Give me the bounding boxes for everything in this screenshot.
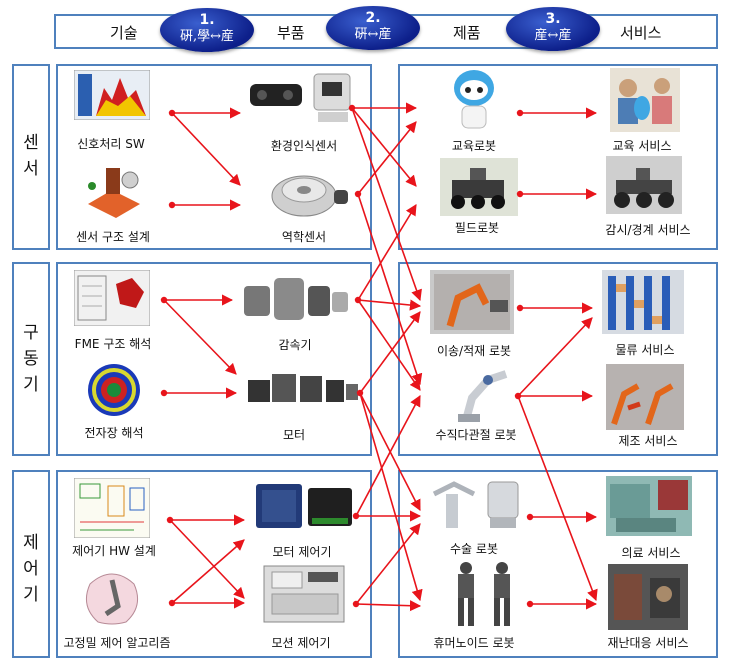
arrow-algo-to-motorctrl (171, 539, 245, 604)
label-motor: 모터 (282, 428, 306, 442)
arrow-env-to-transfer (351, 107, 422, 302)
em-field-image (88, 364, 140, 416)
label-fme: FME 구조 해석 (74, 337, 152, 351)
category-control-2: 어 (23, 559, 39, 579)
logistics-service-image (602, 270, 684, 334)
arrow-multijoint-to-logistics (517, 317, 593, 397)
label-edu-robot: 교육로봇 (451, 139, 497, 153)
label-humanoid: 휴머노이드 로봇 (433, 636, 515, 650)
category-drive-2: 동 (23, 349, 39, 369)
fme-analysis-image (74, 270, 150, 326)
header-tech: 기술 (110, 24, 138, 42)
field-robot-image (440, 158, 518, 216)
label-medical-service: 의료 서비스 (621, 546, 681, 560)
category-box-control (12, 470, 50, 658)
edu-service-image (610, 68, 680, 132)
arrow-fme-to-motor (163, 299, 237, 375)
arrow-motor-to-humanoid (359, 392, 423, 602)
arrow-reducer-to-transfer (357, 299, 422, 311)
step-1-text: 硏,學↔産 (179, 29, 235, 44)
medical-service-image (606, 476, 692, 536)
arrow-motorctrl-to-multijoint (355, 395, 421, 517)
step-2-number: 2. (365, 10, 381, 26)
arrow-force-to-edu (357, 121, 417, 195)
step-3-text: 産↔産 (534, 28, 572, 43)
step-2-ellipse: 2. 硏↔産 (326, 6, 420, 50)
step-1-number: 1. (199, 12, 215, 28)
header-products: 제품 (453, 24, 481, 42)
header-parts: 부품 (277, 24, 305, 42)
label-em-field: 전자장 해석 (84, 426, 144, 440)
category-control-3: 기 (23, 585, 39, 605)
category-box-drive (12, 262, 50, 456)
control-algorithm-image (85, 573, 139, 625)
edu-robot-image (454, 70, 494, 129)
motion-controller-image (263, 565, 345, 623)
motor-controller-image (256, 484, 352, 528)
label-multi-joint: 수직다관절 로봇 (435, 428, 517, 442)
header-services: 서비스 (620, 24, 662, 42)
label-surveil-service: 감시/경계 서비스 (605, 223, 691, 237)
label-field-robot: 필드로봇 (454, 221, 500, 235)
label-logistics-service: 물류 서비스 (615, 343, 675, 357)
disaster-service-image (608, 564, 688, 630)
category-box-sensor (12, 64, 50, 250)
step-3-ellipse: 3. 産↔産 (506, 7, 600, 51)
label-surgical: 수술 로봇 (450, 542, 498, 556)
manufacturing-service-image (606, 364, 684, 430)
label-signal-sw: 신호처리 SW (77, 137, 145, 151)
label-ctrl-hw: 제어기 HW 설계 (72, 544, 156, 558)
category-sensor-2: 서 (23, 159, 39, 179)
label-reducer: 감속기 (278, 338, 312, 352)
surveillance-service-image (606, 156, 682, 214)
multi-joint-robot-image (458, 370, 508, 422)
humanoid-robot-image (458, 562, 510, 626)
label-motor-ctrl: 모터 제어기 (272, 545, 332, 559)
arrow-hw-to-motionctrl (169, 519, 245, 599)
arrow-signal-to-force (171, 112, 241, 186)
arrow-force-to-multijoint (357, 193, 423, 386)
arrow-motor-to-transfer (359, 311, 421, 394)
step-1-ellipse: 1. 硏,學↔産 (160, 8, 254, 52)
label-transfer-robot: 이송/적재 로봇 (436, 344, 512, 358)
arrow-reducer-to-field (357, 204, 417, 301)
signal-processing-chart-image (74, 70, 150, 120)
category-control-1: 제 (23, 533, 39, 553)
controller-hw-design-image (74, 478, 150, 538)
step-3-number: 3. (545, 11, 561, 27)
arrow-reducer-to-multijoint (357, 299, 421, 391)
label-disaster-service: 재난대응 서비스 (607, 636, 689, 650)
label-force-sensor: 역학센서 (281, 230, 327, 244)
reducer-image (244, 278, 348, 320)
arrow-motionctrl-to-surgical (355, 523, 421, 605)
category-sensor-1: 센 (23, 133, 39, 153)
sensor-design-image (88, 168, 140, 218)
arrow-env-to-field (351, 107, 417, 187)
surgical-robot-image (432, 481, 519, 528)
category-drive-1: 구 (23, 323, 39, 343)
label-motion-ctrl: 모션 제어기 (271, 636, 331, 650)
label-edu-service: 교육 서비스 (612, 139, 672, 153)
arrow-multijoint-to-disaster (517, 395, 598, 602)
label-algo: 고정밀 제어 알고리즘 (63, 636, 171, 650)
force-sensor-image (271, 175, 348, 217)
env-sensor-image (250, 73, 351, 122)
arrow-motionctrl-to-humanoid (355, 600, 422, 612)
motor-image (248, 374, 358, 402)
transfer-robot-image (430, 270, 514, 334)
label-env-sensor: 환경인식센서 (270, 139, 338, 153)
label-sensor-design: 센서 구조 설계 (76, 230, 150, 244)
step-2-text: 硏↔産 (354, 27, 392, 42)
label-manufacturing-service: 제조 서비스 (618, 434, 678, 448)
category-drive-3: 기 (23, 375, 39, 395)
